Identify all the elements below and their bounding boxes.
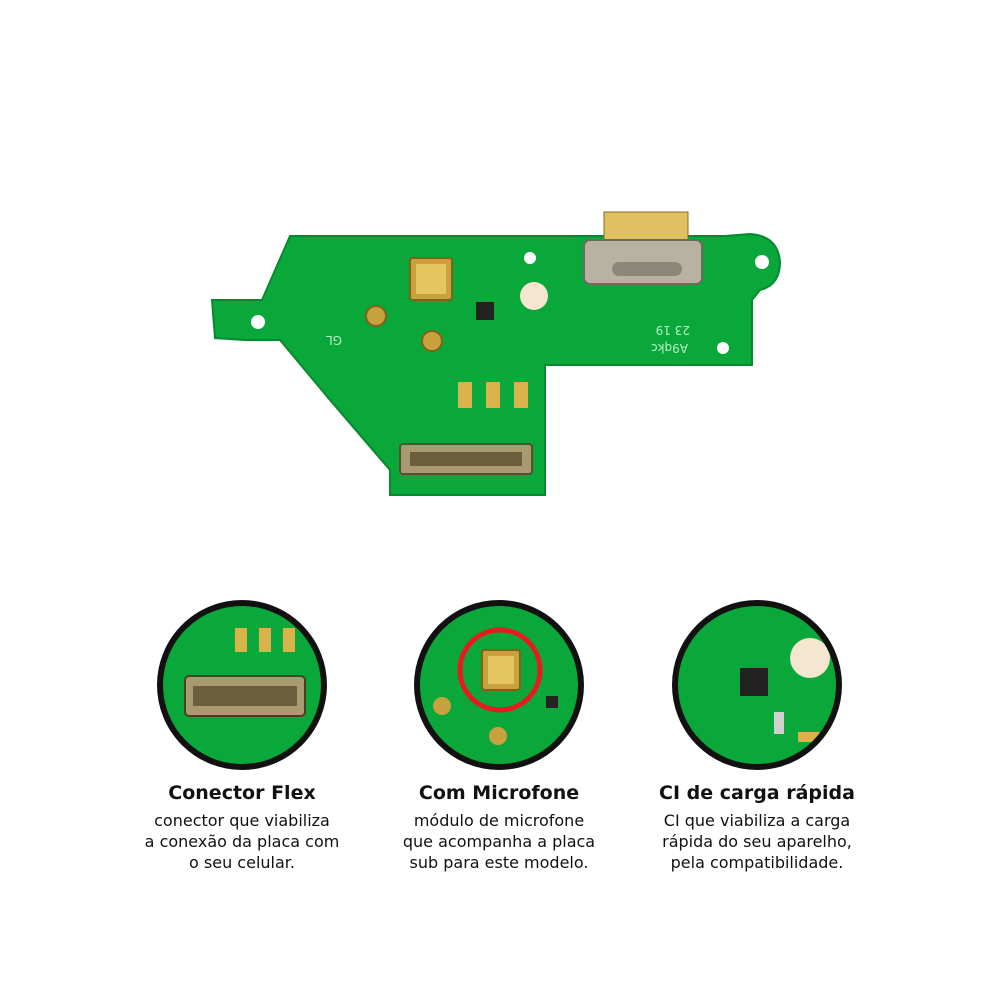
feature-desc-line3: o seu celular. [189,853,295,872]
contact-pad-1 [458,382,472,408]
feature-desc-line2: a conexão da placa com [144,832,340,851]
feature-flex-connector: Conector Flex conector que viabiliza a c… [92,600,392,873]
usb-pins [603,211,689,243]
feature-desc-line1: CI que viabiliza a carga [663,811,851,830]
feature-fast-charge-ic: CI de carga rápida CI que viabiliza a ca… [607,600,907,873]
charge-ic-chip [476,302,494,320]
silkscreen-date: 23 19 [656,323,690,337]
highlight-ring [457,627,543,713]
silkscreen-gl: GL [326,333,342,347]
feature-title: CI de carga rápida [659,782,855,804]
feature-desc-line3: sub para este modelo. [409,853,589,872]
flex-connector-zoom-drawing [184,628,306,717]
via-hole [717,342,729,354]
usb-c-opening [612,262,682,276]
via-hole-2 [524,252,536,264]
feature-microphone: Com Microfone módulo de microfone que ac… [349,600,649,873]
feature-title: Com Microfone [418,782,580,804]
feature-title: Conector Flex [168,782,316,804]
flex-connector-zoom [157,600,327,770]
pcb-board-drawing: GL 23 19 A9qkc [210,211,782,496]
mount-hole-left [251,315,265,329]
charge-ic-zoom-drawing [740,638,830,742]
feature-desc-line2: rápida do seu aparelho, [662,832,852,851]
pcb-board-image: GL 23 19 A9qkc [210,211,782,496]
feature-desc-line1: conector que viabiliza [154,811,330,830]
microphone-zoom-drawing [433,627,558,745]
antenna-connector-2 [421,330,443,352]
feature-desc-line2: que acompanha a placa [402,832,596,851]
contact-pad-2 [486,382,500,408]
charge-ic-zoom [672,600,842,770]
flex-connector-pins [410,452,522,466]
feature-desc-line3: pela compatibilidade. [670,853,844,872]
pcb-outline [210,232,782,496]
microphone-zoom [414,600,584,770]
microphone-top [416,264,446,294]
contact-pad-3 [514,382,528,408]
silkscreen-model: A9qkc [651,341,688,355]
antenna-connector-1 [365,305,387,327]
brand-logo-mark [520,282,548,310]
mount-hole-right [755,255,769,269]
feature-desc-line1: módulo de microfone [413,811,585,830]
